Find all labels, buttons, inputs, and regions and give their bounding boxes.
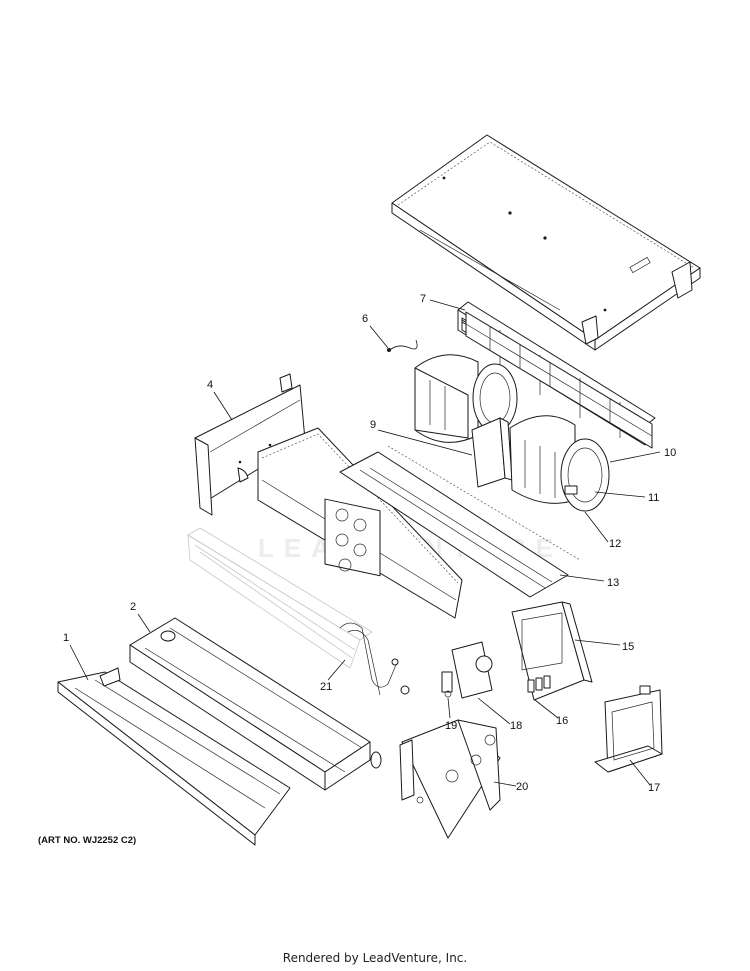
plenum-block (471, 417, 513, 488)
drain-pan (129, 617, 382, 791)
thermistor-sensor (387, 339, 418, 352)
callout-10: 10 (664, 447, 676, 459)
ghost-coil (187, 527, 373, 669)
callout-17: 17 (648, 782, 660, 794)
top-cover-panel (391, 134, 701, 351)
refrigerant-tubing (339, 622, 410, 696)
electrical-box (399, 719, 501, 839)
callout-12: 12 (609, 538, 621, 550)
footer-credit: Rendered by LeadVenture, Inc. (282, 951, 468, 965)
callout-labels: 1 2 4 6 7 9 10 11 12 13 15 16 17 18 19 2… (63, 293, 676, 794)
valve-assembly (441, 641, 493, 699)
mounting-bracket (594, 685, 663, 773)
blower-housing-right (509, 415, 610, 512)
callout-1: 1 (63, 632, 69, 644)
callout-4: 4 (207, 379, 213, 391)
control-board (511, 601, 593, 701)
base-tray (57, 667, 291, 846)
art-number: (ART NO. WJ2252 C2) (38, 835, 137, 846)
callout-13: 13 (607, 577, 619, 589)
side-bracket (194, 373, 306, 516)
callout-18: 18 (510, 720, 522, 732)
callout-15: 15 (622, 641, 634, 653)
callout-9: 9 (370, 419, 376, 431)
callout-11: 11 (648, 492, 659, 504)
callout-7: 7 (420, 293, 426, 305)
leader-lines (69, 299, 661, 787)
filter-grille-mesh (465, 311, 653, 449)
callout-19: 19 (445, 720, 457, 732)
drain-pan-upper (339, 445, 581, 598)
callout-21: 21 (320, 681, 332, 693)
callout-20: 20 (516, 781, 528, 793)
callout-16: 16 (556, 715, 568, 727)
callout-2: 2 (130, 601, 136, 613)
evaporator-frame (257, 427, 463, 619)
callout-6: 6 (362, 313, 368, 325)
